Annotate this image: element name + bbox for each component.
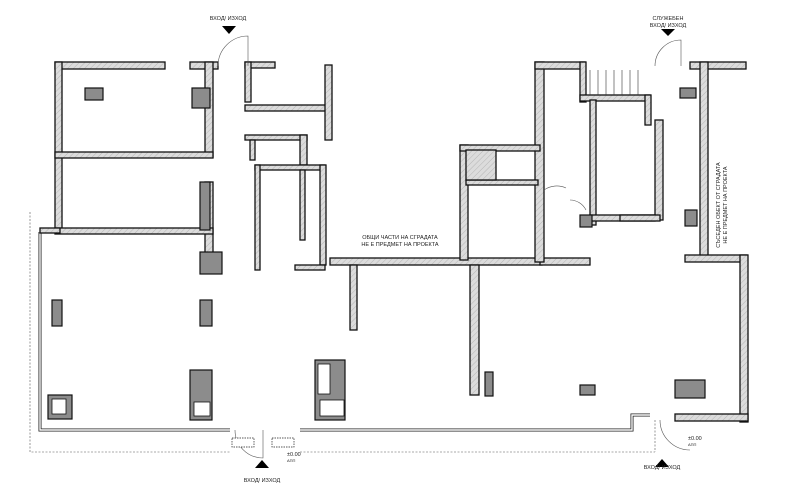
- wall: [674, 413, 749, 422]
- level-mark-sub: АПП: [688, 442, 696, 447]
- entrance-arrow-icon: [222, 26, 236, 34]
- storefront-wall: [300, 413, 650, 432]
- neighbor-label-1: СЪСЕДЕН ОБЕКТ ОТ СГРАДАТА: [716, 162, 722, 248]
- wall: [644, 94, 652, 126]
- door-swing: [659, 419, 691, 451]
- wall: [689, 61, 747, 70]
- columns: [47, 87, 706, 421]
- door-swing: [217, 35, 249, 67]
- column: [484, 371, 494, 397]
- outer-boundary: [29, 212, 656, 453]
- wall: [319, 164, 327, 266]
- column-hollow: [193, 401, 211, 417]
- column-hollow: [51, 398, 67, 415]
- boundary-line: [29, 212, 230, 453]
- wall: [39, 227, 61, 234]
- wall: [299, 134, 308, 166]
- entry-bench: [271, 437, 295, 448]
- column-hollow: [317, 363, 331, 395]
- column: [51, 299, 63, 327]
- wall: [539, 257, 591, 266]
- door-swing: [543, 185, 567, 191]
- column: [191, 87, 211, 109]
- storefront-wall: [300, 414, 650, 431]
- column: [674, 379, 706, 399]
- wall: [619, 214, 661, 222]
- level-mark-value: ±0.00: [287, 452, 301, 458]
- storefront-wall: [39, 232, 230, 431]
- column: [684, 209, 698, 227]
- wall: [459, 144, 541, 152]
- wall: [579, 61, 587, 103]
- door-swing: [569, 199, 587, 211]
- entrance-arrow-icon: [655, 459, 669, 467]
- wall: [249, 139, 256, 161]
- doors: [217, 35, 691, 459]
- wall: [294, 264, 326, 271]
- column-hollow: [319, 399, 345, 417]
- wall: [54, 61, 166, 70]
- entrance-bottom-left-label: ВХОД/ ИЗХОД: [244, 478, 281, 484]
- entrance-arrow-icon: [255, 460, 269, 468]
- common-parts-label-1: ОБЩИ ЧАСТИ НА СГРАДАТА: [362, 235, 438, 241]
- wall: [534, 61, 545, 263]
- column: [679, 87, 697, 99]
- entrance-arrow-icon: [661, 29, 675, 36]
- wall: [324, 64, 333, 141]
- wall: [189, 61, 219, 70]
- wall: [244, 61, 252, 103]
- wall: [469, 264, 480, 396]
- wall: [299, 169, 306, 241]
- wall: [534, 61, 586, 70]
- walls: [39, 61, 749, 423]
- wall: [54, 227, 214, 235]
- wall: [254, 164, 326, 171]
- wall: [739, 254, 749, 423]
- common-parts-label-2: НЕ Е ПРЕДМЕТ НА ПРОЕКТА: [361, 242, 439, 248]
- neighbor-label-2: НЕ Е ПРЕДМЕТ НА ПРОЕКТА: [723, 166, 729, 244]
- wall: [699, 61, 709, 258]
- column: [579, 214, 593, 228]
- wall: [329, 257, 543, 266]
- wall: [349, 264, 358, 331]
- wall: [244, 104, 331, 112]
- entrance-bottom-right-label-visible: ВХОД/ ИЗХОД: [644, 465, 681, 471]
- column: [199, 299, 213, 327]
- wall: [204, 61, 214, 158]
- column: [199, 181, 211, 231]
- entrance-top-label: ВХОД/ ИЗХОД: [210, 16, 247, 22]
- service-entrance-label-2: ВХОД/ ИЗХОД: [650, 23, 687, 29]
- door-swing: [654, 39, 682, 67]
- door-swing: [234, 429, 264, 459]
- wall: [465, 149, 497, 181]
- wall: [54, 151, 214, 159]
- column: [199, 251, 223, 275]
- wall: [589, 99, 597, 226]
- wall: [54, 61, 63, 233]
- entry-bench: [231, 437, 255, 448]
- level-mark-value: ±0.00: [688, 436, 702, 442]
- service-entrance-label-1: СЛУЖЕБЕН: [653, 16, 684, 22]
- wall: [254, 164, 261, 271]
- column: [84, 87, 104, 101]
- wall: [465, 179, 539, 186]
- wall: [244, 134, 308, 141]
- wall: [654, 119, 664, 221]
- wall: [684, 254, 748, 263]
- column: [579, 384, 596, 396]
- level-mark-sub: АПП: [287, 458, 295, 463]
